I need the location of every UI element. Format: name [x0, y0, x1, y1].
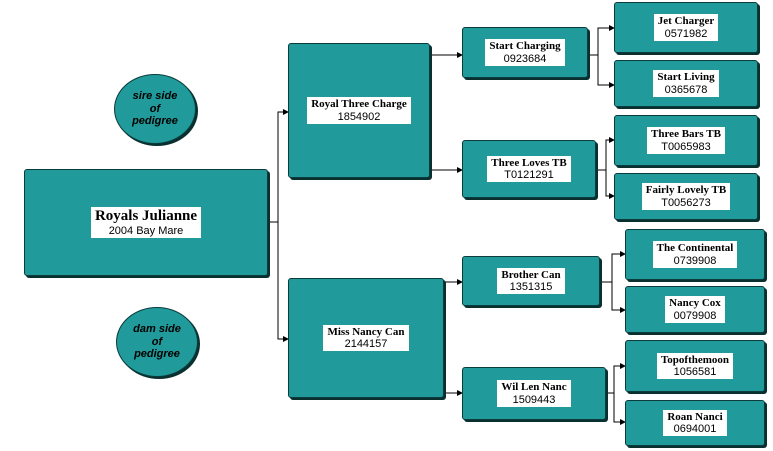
horse-sire-dam[interactable]: Three Loves TB T0121291 — [462, 140, 596, 198]
horse-reg: 2144157 — [344, 338, 388, 350]
horse-root[interactable]: Royals Julianne 2004 Bay Mare — [24, 169, 268, 276]
connector-dam — [443, 281, 462, 340]
horse-gg5[interactable]: The Continental 0739908 — [625, 229, 765, 280]
connector-sire — [429, 54, 462, 110]
horse-sire-sire-label: Start Charging 0923684 — [485, 39, 565, 66]
horse-dam-sire-label: Brother Can 1351315 — [497, 267, 565, 295]
horse-name: Three Bars TB — [651, 128, 721, 141]
horse-gg2-label: Start Living 0365678 — [653, 70, 719, 97]
horse-gg4-label: Fairly Lovely TB T0056273 — [641, 183, 731, 210]
horse-sire-sire[interactable]: Start Charging 0923684 — [462, 27, 588, 78]
horse-gg3-label: Three Bars TB T0065983 — [647, 127, 725, 154]
horse-gg6[interactable]: Nancy Cox 0079908 — [625, 286, 765, 333]
horse-reg: T0056273 — [661, 196, 711, 209]
horse-gg8-label: Roan Nanci 0694001 — [663, 409, 727, 437]
horse-name: Brother Can — [501, 268, 561, 281]
connector-sire-sire — [588, 27, 614, 86]
horse-dam-label: Miss Nancy Can 2144157 — [323, 324, 409, 352]
horse-name: Miss Nancy Can — [327, 325, 405, 338]
horse-reg: 0923684 — [503, 52, 547, 65]
horse-name: Jet Charger — [657, 15, 715, 28]
horse-dam-dam-label: Wil Len Nanc 1509443 — [497, 380, 571, 407]
horse-detail: 2004 Bay Mare — [108, 224, 184, 237]
connector-dam-dam — [606, 365, 625, 423]
horse-sire[interactable]: Royal Three Charge 1854902 — [288, 43, 430, 178]
horse-gg6-label: Nancy Cox 0079908 — [665, 296, 725, 323]
horse-name: Roan Nanci — [667, 410, 723, 423]
horse-gg3[interactable]: Three Bars TB T0065983 — [614, 115, 758, 166]
horse-gg4[interactable]: Fairly Lovely TB T0056273 — [614, 173, 758, 220]
horse-reg: 1056581 — [673, 366, 717, 378]
horse-gg8[interactable]: Roan Nanci 0694001 — [625, 400, 765, 446]
horse-reg: T0065983 — [661, 140, 711, 153]
horse-name: Wil Len Nanc — [501, 381, 567, 394]
connector-dam-sire — [600, 253, 625, 311]
horse-name: Fairly Lovely TB — [645, 184, 727, 197]
horse-reg: T0121291 — [504, 169, 554, 181]
horse-reg: 1854902 — [337, 110, 381, 123]
horse-name: Royals Julianne — [94, 208, 198, 225]
connector-sire-dam — [596, 139, 614, 197]
horse-reg: 0694001 — [673, 423, 717, 435]
horse-dam-dam[interactable]: Wil Len Nanc 1509443 — [462, 367, 606, 420]
horse-dam[interactable]: Miss Nancy Can 2144157 — [288, 278, 444, 398]
horse-reg: 0571982 — [664, 27, 708, 40]
horse-gg1[interactable]: Jet Charger 0571982 — [614, 2, 758, 53]
dam-side-label: dam side of pedigree — [116, 307, 198, 377]
horse-reg: 1509443 — [512, 393, 556, 406]
horse-sire-dam-label: Three Loves TB T0121291 — [487, 155, 571, 183]
horse-dam-sire[interactable]: Brother Can 1351315 — [462, 256, 600, 306]
horse-name: Three Loves TB — [491, 156, 567, 169]
horse-name: Royal Three Charge — [311, 98, 407, 111]
horse-name: Start Living — [657, 71, 715, 84]
horse-reg: 0365678 — [664, 83, 708, 96]
horse-gg5-label: The Continental 0739908 — [652, 241, 738, 268]
horse-gg7-label: Topofthemoon 1056581 — [656, 352, 734, 380]
horse-gg7[interactable]: Topofthemoon 1056581 — [625, 340, 765, 392]
horse-sire-label: Royal Three Charge 1854902 — [307, 97, 411, 124]
sire-side-label: sire side of pedigree — [114, 74, 196, 144]
horse-name: Start Charging — [489, 40, 561, 53]
horse-gg2[interactable]: Start Living 0365678 — [614, 60, 758, 107]
horse-gg1-label: Jet Charger 0571982 — [653, 14, 719, 41]
horse-reg: 0739908 — [673, 254, 717, 267]
horse-reg: 0079908 — [673, 309, 717, 322]
horse-name: Nancy Cox — [669, 297, 721, 310]
horse-name: The Continental — [656, 242, 734, 255]
horse-name: Topofthemoon — [660, 353, 730, 366]
connector-root — [268, 111, 288, 339]
horse-root-label: Royals Julianne 2004 Bay Mare — [90, 207, 202, 238]
horse-reg: 1351315 — [509, 281, 553, 293]
